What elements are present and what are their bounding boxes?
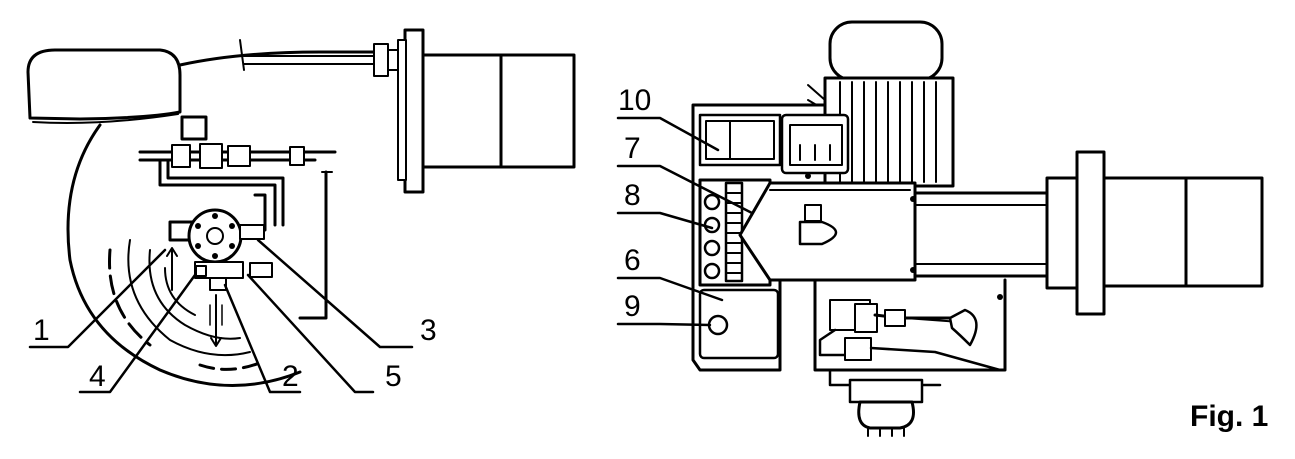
mounting-flange [403,28,425,194]
motor-top [828,20,944,82]
motor-hood [26,48,182,121]
callout-10: 10 [618,84,651,117]
callout-7: 7 [624,132,641,165]
callout-4: 4 [89,360,106,393]
left-burner-view [26,28,576,394]
callout-3: 3 [420,314,437,347]
callout-9: 9 [624,290,641,323]
blast-tube [421,53,503,169]
pump-bottom [857,400,915,430]
control-box [698,113,782,167]
fan-housing [66,123,302,387]
indicator-light [703,193,721,211]
callout-2: 2 [282,360,299,393]
flange-right [1075,150,1106,316]
right-burner-view [616,20,1264,437]
callout-1: 1 [33,314,50,347]
callout-6: 6 [624,244,641,277]
callout-8: 8 [624,179,641,212]
callout-labels: 1 4 2 5 3 10 7 8 6 9 [33,84,651,393]
reset-button [707,314,729,336]
figure-label: Fig. 1 [1190,400,1268,433]
callout-5: 5 [385,360,402,393]
